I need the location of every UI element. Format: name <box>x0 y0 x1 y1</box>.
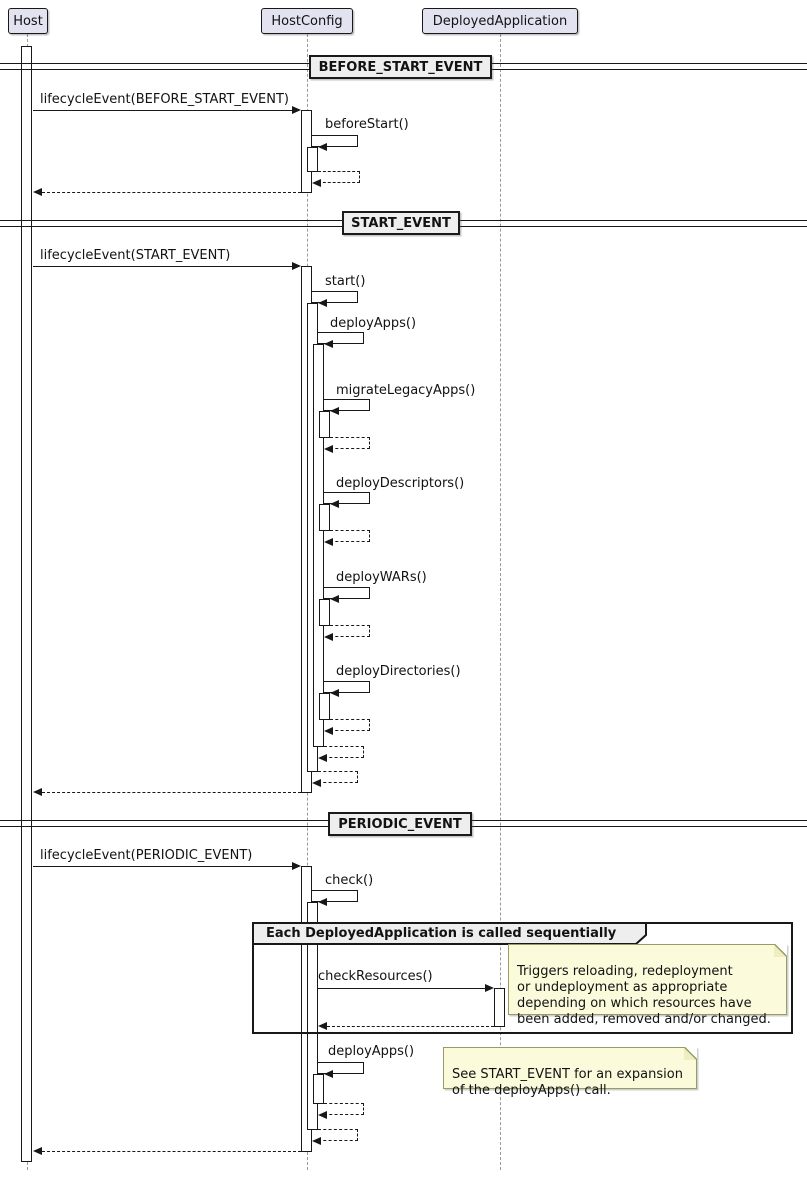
note-deploy-apps: See START_EVENT for an expansion of the … <box>443 1047 697 1098</box>
message-line <box>318 988 485 989</box>
arrowhead-icon <box>318 898 327 906</box>
self-return-line <box>324 1103 364 1115</box>
self-call-line <box>324 587 370 599</box>
activation-bar-migratelegacyapps <box>319 411 330 438</box>
message-line <box>33 266 292 267</box>
activation-bar-deploywars <box>319 599 330 626</box>
participant-host: Host <box>8 8 48 34</box>
note-text: Triggers reloading, redeployment or unde… <box>517 964 771 1027</box>
participant-hostconfig: HostConfig <box>261 8 353 34</box>
activation-bar-deployapps <box>313 344 324 747</box>
return-line <box>327 1026 494 1027</box>
self-return-line <box>330 530 370 542</box>
message-line <box>33 866 292 867</box>
message-line <box>33 110 292 111</box>
self-return-line <box>318 171 360 183</box>
message-label-deployapps-periodic: deployApps() <box>328 1044 415 1059</box>
note-fold-icon <box>774 944 787 957</box>
activation-bar-host <box>21 46 32 1162</box>
self-return-line <box>330 719 370 731</box>
self-call-line <box>324 681 370 693</box>
participant-label: DeployedApplication <box>432 13 568 29</box>
self-return-line <box>330 625 370 637</box>
arrowhead-icon <box>324 633 333 641</box>
group-frame-header <box>252 922 647 945</box>
arrowhead-icon <box>292 106 301 114</box>
activation-bar-deploydescriptors <box>319 504 330 531</box>
arrowhead-icon <box>324 445 333 453</box>
arrowhead-icon <box>324 727 333 735</box>
self-return-line <box>330 437 370 449</box>
message-label-deploydirectories: deployDirectories() <box>336 664 461 679</box>
arrowhead-icon <box>292 262 301 270</box>
arrowhead-icon <box>324 340 333 348</box>
activation-bar-beforestart <box>307 147 318 172</box>
arrowhead-icon <box>318 1022 327 1030</box>
self-call-line <box>324 399 370 411</box>
message-label-check: check() <box>325 873 374 888</box>
return-line <box>42 192 301 193</box>
arrowhead-icon <box>324 1070 333 1078</box>
lifeline-deployedapplication <box>500 34 501 1170</box>
divider-label: START_EVENT <box>351 215 451 231</box>
divider-before-start-event: BEFORE_START_EVENT <box>309 55 492 79</box>
self-return-line <box>318 1129 358 1141</box>
message-label-lifecycle-before-start: lifecycleEvent(BEFORE_START_EVENT) <box>40 92 289 107</box>
self-call-line <box>312 291 358 303</box>
activation-bar-check <box>307 902 318 1130</box>
arrowhead-icon <box>330 407 339 415</box>
self-call-line <box>312 890 358 902</box>
arrowhead-icon <box>330 500 339 508</box>
note-fold-icon <box>684 1047 697 1060</box>
arrowhead-icon <box>33 188 42 196</box>
participant-label: HostConfig <box>271 13 343 29</box>
divider-label: PERIODIC_EVENT <box>338 816 462 832</box>
group-frame-label: Each DeployedApplication is called seque… <box>266 926 617 941</box>
arrowhead-icon <box>312 1137 321 1145</box>
return-line <box>42 1151 301 1152</box>
self-call-line <box>312 135 358 147</box>
divider-start-event: START_EVENT <box>342 211 460 235</box>
message-label-start: start() <box>325 274 366 289</box>
message-label-deploywars: deployWARs() <box>336 570 427 585</box>
arrowhead-icon <box>330 689 339 697</box>
message-label-checkresources: checkResources() <box>318 969 433 984</box>
return-line <box>42 792 301 793</box>
message-label-deploydescriptors: deployDescriptors() <box>336 476 465 491</box>
self-call-line <box>318 332 364 344</box>
divider-periodic-event: PERIODIC_EVENT <box>328 812 472 836</box>
arrowhead-icon <box>318 299 327 307</box>
arrowhead-icon <box>485 984 494 992</box>
message-label-lifecycle-periodic: lifecycleEvent(PERIODIC_EVENT) <box>40 848 253 863</box>
activation-bar-deployedapplication <box>494 988 505 1027</box>
message-label-lifecycle-start: lifecycleEvent(START_EVENT) <box>40 248 231 263</box>
participant-deployedapplication: DeployedApplication <box>422 8 578 34</box>
participant-label: Host <box>13 13 43 29</box>
message-label-migratelegacyapps: migrateLegacyApps() <box>336 383 476 398</box>
self-call-line <box>324 492 370 504</box>
arrowhead-icon <box>292 862 301 870</box>
arrowhead-icon <box>312 779 321 787</box>
arrowhead-icon <box>33 1147 42 1155</box>
self-return-line <box>324 746 364 758</box>
divider-label: BEFORE_START_EVENT <box>318 59 483 75</box>
arrowhead-icon <box>318 1111 327 1119</box>
arrowhead-icon <box>318 754 327 762</box>
self-return-line <box>318 771 358 783</box>
arrowhead-icon <box>330 595 339 603</box>
message-label-deployapps: deployApps() <box>330 316 417 331</box>
arrowhead-icon <box>33 788 42 796</box>
activation-bar-deploydirectories <box>319 693 330 720</box>
activation-bar-deployapps-periodic <box>313 1074 324 1104</box>
arrowhead-icon <box>324 538 333 546</box>
note-text: See START_EVENT for an expansion of the … <box>452 1067 683 1098</box>
note-check-resources: Triggers reloading, redeployment or unde… <box>508 944 787 1027</box>
arrowhead-icon <box>318 143 327 151</box>
arrowhead-icon <box>312 179 321 187</box>
message-label-beforestart: beforeStart() <box>325 117 409 132</box>
self-call-line <box>318 1062 364 1074</box>
